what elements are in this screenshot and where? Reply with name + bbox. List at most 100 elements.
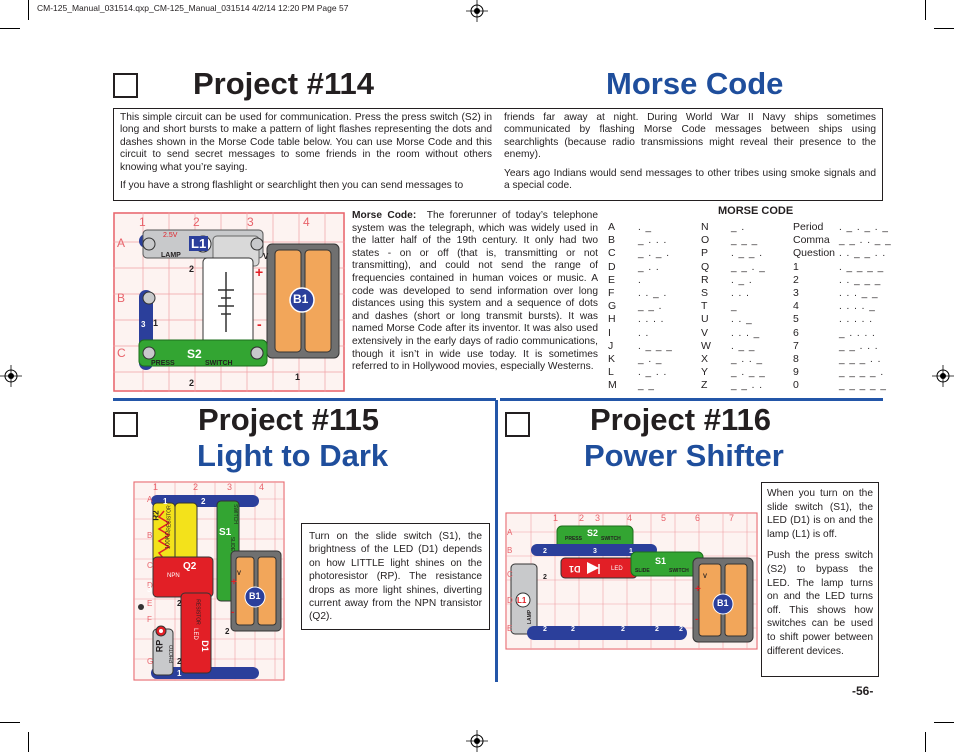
project-114-intro-box: This simple circuit can be used for comm… [113, 108, 883, 201]
wire-length-label: 2 [225, 627, 230, 636]
morse-character: L [608, 366, 614, 379]
project-115-title: Project #115 [198, 402, 379, 437]
press-label: PRESS [565, 536, 582, 542]
battery-minus-label: - [695, 614, 699, 625]
morse-row: D _ . . [608, 261, 688, 274]
resistor-id-label: R2 [151, 510, 161, 521]
morse-character: N [701, 221, 709, 233]
morse-character: A [608, 221, 616, 233]
lamp-label: LAMP [161, 252, 181, 259]
morse-row: I. . [608, 327, 688, 340]
morse-code-sequence: _ _ . [638, 301, 663, 313]
morse-column-1: A. _B_ . . .C_ . _ .D_ . .E.F. . _ .G_ _… [608, 221, 688, 392]
morse-row: X _ . . _ [701, 353, 781, 366]
morse-code-sequence: _ _ . _ [731, 261, 766, 273]
morse-row: 4. . . . _ [793, 300, 893, 313]
press-switch-id-label: S2 [587, 528, 599, 538]
morse-character: H [608, 313, 616, 326]
grid-row-label: B [507, 546, 513, 555]
morse-code-sequence: . . . . . [839, 314, 874, 326]
wire-length-label: 2 [177, 599, 182, 608]
photoresistor-id-label: RP [154, 639, 165, 653]
morse-character: X [701, 352, 709, 365]
morse-code-sequence: . . . _ _ [839, 287, 879, 299]
battery-plus-label: + [695, 584, 701, 595]
wire-length-label: 2 [189, 264, 195, 274]
wire-length-label: 2 [571, 626, 575, 633]
morse-column-2: N_ .O_ _ _P. _ _ .Q_ _ . _R. _ .S. . .T_… [701, 221, 781, 392]
grid-column-label: 2 [193, 215, 200, 229]
intro-paragraph: Years ago Indians would send messages to… [504, 167, 876, 192]
grid-column-label: 1 [553, 513, 559, 523]
project-115-checkbox[interactable] [113, 412, 138, 437]
switch-label: SWITCH [669, 568, 689, 574]
project-115-description-box: Turn on the slide switch (S1), the brigh… [301, 523, 490, 630]
grid-column-label: 2 [193, 482, 199, 492]
morse-code-sequence: _ _ . . [731, 380, 764, 392]
morse-character: V [701, 326, 709, 339]
wire-length-label: 2 [177, 657, 182, 666]
morse-row: Y _ . _ _ [701, 366, 781, 379]
crop-mark-bottom-right-h [934, 722, 954, 723]
morse-code-sequence: . . . . [638, 314, 665, 326]
project-114-circuit-diagram: 1 2 3 4 A B C 2.5V L1 LAMP B1 S2 PRESS S… [113, 212, 345, 392]
grid-column-label: 1 [139, 215, 146, 229]
morse-character: Y [701, 366, 709, 379]
grid-column-label: 3 [247, 215, 254, 229]
morse-table-heading: MORSE CODE [718, 205, 794, 217]
morse-code-sequence: . . _ . [638, 287, 668, 299]
lamp-voltage-label: 2.5V [163, 232, 178, 239]
morse-character: 3 [793, 286, 799, 299]
switch-label: SWITCH [205, 360, 233, 367]
project-115-description: Turn on the slide switch (S1), the brigh… [309, 531, 482, 623]
battery-id-label: B1 [717, 598, 729, 608]
morse-character: K [608, 352, 616, 365]
grid-row-label: G [147, 657, 154, 666]
morse-code-sequence: _ . . [638, 261, 660, 273]
morse-row: F. . _ . [608, 287, 688, 300]
morse-code-sequence: . _ _ [731, 340, 756, 352]
morse-character: U [701, 313, 709, 326]
resistor-label: RESISTOR [166, 505, 173, 531]
project-116-circuit-diagram: 1 2 3 4 5 6 7 A B C D E S2 PRESS SWITCH … [505, 512, 758, 650]
morse-row: 0_ _ _ _ _ [793, 379, 893, 392]
morse-character: P [701, 247, 709, 260]
grid-row-label: C [507, 570, 513, 579]
intro-paragraph: friends far away at night. During World … [504, 112, 876, 161]
morse-code-sequence: . _ . . [638, 367, 668, 379]
morse-code-sequence: _ . . _ [731, 353, 764, 365]
morse-character: D [608, 260, 616, 273]
slide-switch-id-label: S1 [219, 527, 232, 538]
grid-column-label: 4 [627, 513, 633, 523]
registration-mark-left-icon [0, 365, 22, 387]
morse-code-sequence: _ . . . . [839, 327, 876, 339]
battery-volt-label: V [703, 574, 708, 580]
morse-row: M_ _ [608, 379, 688, 392]
morse-row: J. _ _ _ [608, 340, 688, 353]
battery-id-label: B1 [249, 591, 261, 601]
registration-mark-right-icon [932, 365, 954, 387]
project-114-checkbox[interactable] [113, 73, 138, 98]
morse-character: 6 [793, 326, 799, 339]
wire-length-label: 1 [295, 372, 301, 382]
morse-character: B [608, 234, 616, 247]
intro-paragraph: This simple circuit can be used for comm… [120, 112, 492, 173]
morse-code-sequence: _ . _ . [638, 248, 671, 260]
morse-row: U. . _ [701, 313, 781, 326]
transistor-id-label: Q2 [183, 561, 197, 572]
wire-length-label: 3 [593, 548, 597, 555]
morse-code-sequence: . . _ _ . . [839, 248, 887, 260]
project-115-subtitle: Light to Dark [197, 438, 389, 473]
morse-code-sequence: . _ _ . [731, 248, 764, 260]
grid-row-label: B [147, 531, 153, 540]
project-116-checkbox[interactable] [505, 412, 530, 437]
morse-code-sequence: . _ [638, 222, 653, 233]
morse-code-sequence: _ . _ _ [731, 367, 766, 379]
morse-code-sequence: _ . _ [638, 353, 663, 365]
project-116-description-box: When you turn on the slide switch (S1), … [761, 482, 879, 677]
morse-row: G_ _ . [608, 300, 688, 313]
grid-row-label: E [147, 599, 153, 608]
project-116-paragraph: When you turn on the slide switch (S1), … [767, 488, 873, 540]
resistor-label: RESISTOR [194, 599, 201, 625]
morse-character: Period [793, 221, 824, 233]
